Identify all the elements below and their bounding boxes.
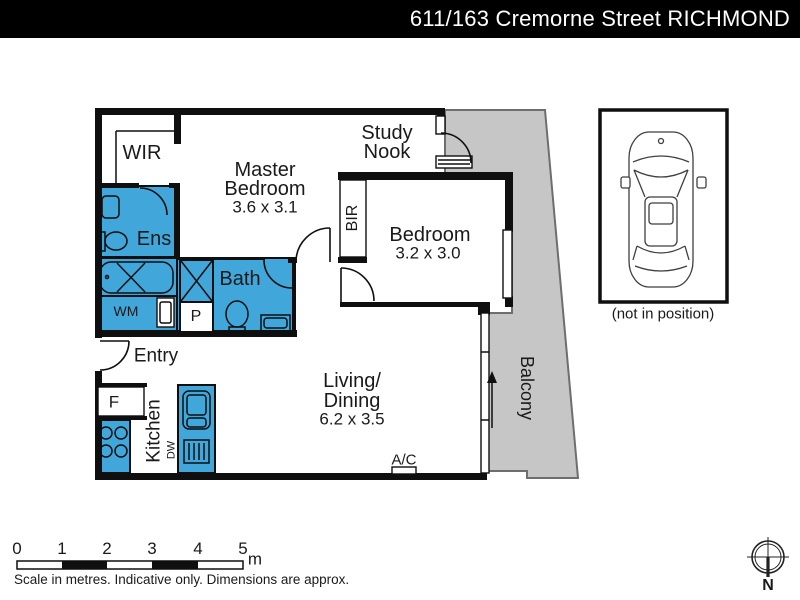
room-dims-bedroom: 3.2 x 3.0: [395, 243, 461, 263]
master-bedroom-door: [295, 227, 331, 263]
room-label-pantry: P: [190, 308, 202, 325]
pantry-box: [179, 301, 214, 333]
room-dims-living: 6.2 x 3.5: [319, 409, 385, 429]
wir-partition: [115, 130, 174, 184]
washing-machine: [156, 297, 175, 328]
room-label-balcony: Balcony: [517, 355, 537, 421]
room-label-wm: WM: [113, 303, 139, 319]
bir-robe: [339, 179, 367, 258]
room-label-bir: BIR: [344, 204, 361, 232]
fridge-box: [97, 386, 145, 417]
room-label-ens: Ens: [136, 228, 172, 250]
room-label-fridge: F: [108, 392, 120, 412]
room-label-kitchen: Kitchen: [143, 399, 165, 463]
room-label-master-line2: Bedroom: [224, 178, 306, 200]
car-space: [598, 108, 729, 304]
room-label-wir: WIR: [122, 142, 162, 164]
scale-tick-5: 5: [238, 539, 248, 558]
nook-balcony-door: [440, 132, 472, 164]
room-label-living-line2: Dining: [323, 390, 381, 412]
room-label-bath: Bath: [219, 268, 261, 290]
room-label-study-line2: Nook: [363, 141, 411, 163]
bedroom-window: [502, 229, 513, 299]
compass-icon: [747, 537, 789, 577]
bathtub-zone: [96, 257, 178, 297]
scale-tick-1: 1: [57, 539, 67, 558]
room-label-master-line1: Master: [234, 159, 296, 181]
walls: [95, 108, 513, 480]
balcony-arrow-icon: [487, 371, 497, 428]
car-mirror-right: [696, 176, 707, 189]
page-title: 611/163 Cremorne Street RICHMOND: [0, 0, 800, 38]
room-label-bedroom: Bedroom: [389, 224, 471, 246]
scale-bar: [16, 560, 244, 570]
room-label-study-line1: Study: [361, 122, 413, 144]
scale-unit: m: [247, 549, 263, 569]
nook-door-threshold: [435, 155, 473, 169]
room-label-living-line1: Living/: [323, 370, 381, 392]
bath-door: [263, 259, 293, 289]
room-label-dw: DW: [165, 440, 178, 460]
scale-tick-2: 2: [102, 539, 112, 558]
compass-north-label: N: [762, 577, 774, 594]
scale-tick-0: 0: [12, 539, 22, 558]
scale-tick-4: 4: [193, 539, 203, 558]
car-space-caption: (not in position): [611, 305, 715, 323]
car-top-view-icon: [620, 131, 707, 288]
scale-tick-3: 3: [147, 539, 157, 558]
windows: [435, 115, 513, 474]
ac-unit: [391, 466, 417, 475]
car-mirror-left: [620, 176, 631, 189]
balcony-sliding-door: [480, 312, 490, 474]
room-dims-master: 3.6 x 3.1: [232, 197, 298, 217]
label-ac: A/C: [391, 451, 417, 469]
room-label-entry: Entry: [133, 345, 179, 367]
bathroom-fixtures: [180, 260, 291, 333]
study-nook-window: [435, 115, 446, 135]
ensuite-fixtures: [96, 195, 128, 252]
bathtub-fixture: [99, 261, 174, 294]
kitchen-fixtures: [97, 383, 211, 464]
scale-caption: Scale in metres. Indicative only. Dimens…: [14, 572, 350, 587]
door-swings: [99, 132, 472, 371]
entry-door: [99, 340, 130, 371]
ensuite-door: [139, 187, 168, 216]
bedroom-door: [340, 267, 375, 302]
